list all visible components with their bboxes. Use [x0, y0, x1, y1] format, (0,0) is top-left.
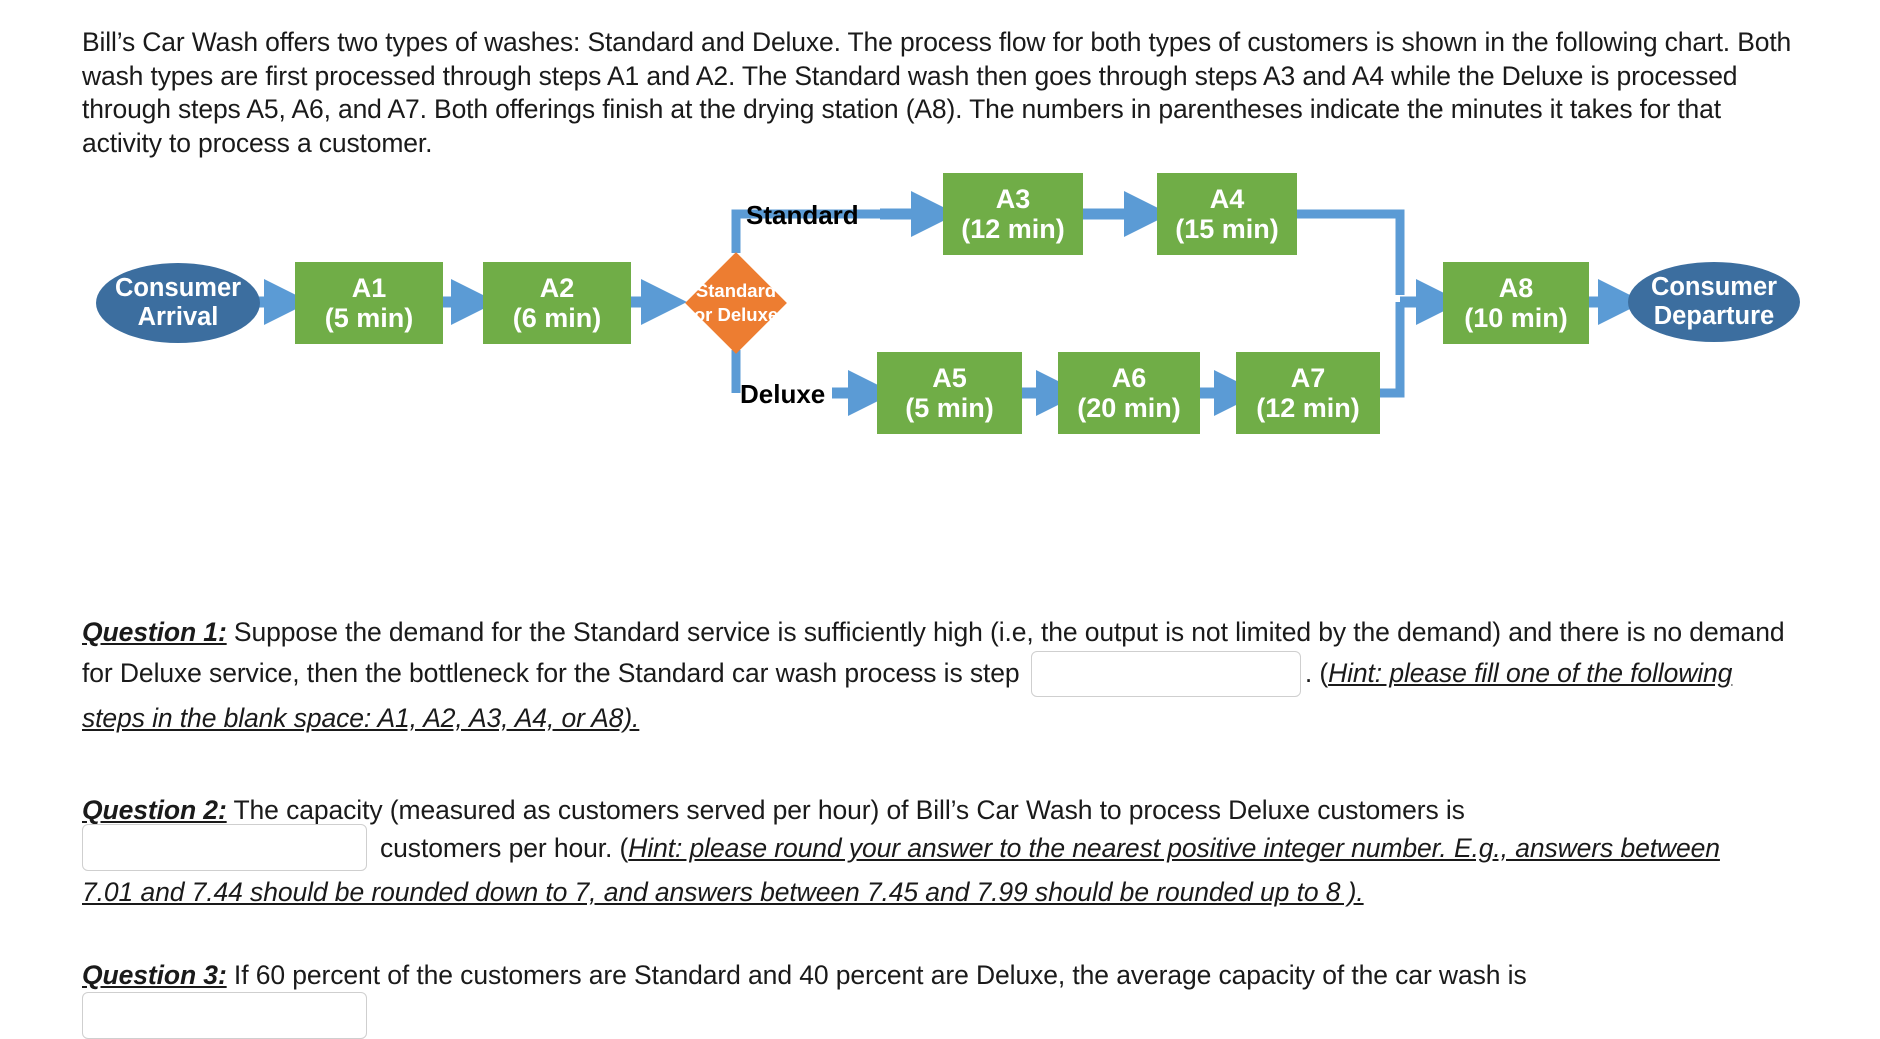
node-a2: A2 (6 min) [483, 262, 631, 344]
a3-duration: (12 min) [961, 214, 1065, 244]
consumer-departure-line1: Consumer [1650, 273, 1778, 302]
question-3-label: Question 3: [82, 960, 227, 990]
question-2-line1: Question 2: The capacity (measured as cu… [82, 790, 1465, 830]
question-2-units: customers per hour. ( [380, 833, 629, 863]
question-1: Question 1: Suppose the demand for the S… [82, 612, 1797, 738]
a7-name: A7 [1290, 362, 1326, 393]
line-a4-to-merge [1295, 209, 1405, 295]
question-2-line3: 7.01 and 7.44 should be rounded down to … [82, 872, 1364, 912]
decision-label: Standard or Deluxe [666, 267, 806, 339]
question-1-label: Question 1: [82, 617, 227, 647]
a5-duration: (5 min) [905, 393, 994, 423]
question-1-body: Suppose the demand for the Standard serv… [82, 617, 1785, 688]
a5-name: A5 [932, 362, 967, 393]
a7-duration: (12 min) [1256, 393, 1360, 423]
connector-layer [253, 190, 1644, 417]
branch-label-deluxe: Deluxe [740, 379, 826, 409]
node-a1: A1 (5 min) [295, 262, 443, 344]
question-2-label: Question 2: [82, 795, 227, 825]
question-3: Question 3: If 60 percent of the custome… [82, 955, 1527, 995]
consumer-arrival-line2: Arrival [137, 303, 219, 331]
decision-line1: Standard [695, 279, 777, 301]
consumer-arrival-line1: Consumer [114, 274, 242, 303]
a1-duration: (5 min) [324, 303, 414, 333]
node-consumer-arrival: Consumer Arrival [96, 263, 260, 343]
a3-name: A3 [995, 183, 1031, 214]
node-a5: A5 (5 min) [877, 352, 1022, 434]
question-2-answer-input[interactable] [82, 824, 367, 871]
a2-duration: (6 min) [512, 303, 602, 333]
a8-name: A8 [1498, 272, 1534, 303]
question-1-answer-input[interactable] [1030, 651, 1301, 697]
worksheet-page: Bill’s Car Wash offers two types of wash… [0, 27, 1880, 1039]
question-1-body-after: . ( [1304, 658, 1329, 688]
node-a4: A4 (15 min) [1157, 173, 1297, 255]
node-a8: A8 (10 min) [1443, 262, 1589, 344]
node-decision-standard-or-deluxe: Standard or Deluxe [685, 252, 787, 354]
intro-paragraph: Bill’s Car Wash offers two types of wash… [82, 27, 1792, 158]
process-flow-diagram: Consumer Arrival A1 (5 min) A2 (6 min) S… [0, 150, 1880, 480]
question-2-line2: customers per hour. (Hint: please round … [380, 828, 1720, 868]
question-3-answer-input[interactable] [82, 992, 367, 1039]
node-consumer-departure: Consumer Departure [1628, 262, 1800, 342]
a1-name: A1 [351, 272, 387, 303]
a8-duration: (10 min) [1464, 303, 1568, 333]
node-a6: A6 (20 min) [1058, 352, 1200, 434]
branch-label-standard: Standard [746, 200, 859, 230]
a2-name: A2 [539, 272, 575, 303]
line-a7-to-merge [1378, 302, 1405, 398]
node-a3: A3 (12 min) [943, 173, 1083, 255]
question-2-body: The capacity (measured as customers serv… [226, 795, 1465, 825]
line-decision-standard [731, 209, 880, 253]
a4-name: A4 [1209, 183, 1245, 214]
a6-name: A6 [1111, 362, 1147, 393]
node-a7: A7 (12 min) [1236, 352, 1380, 434]
a6-duration: (20 min) [1077, 393, 1181, 423]
decision-line2: or Deluxe [693, 304, 779, 325]
question-1-hint: Hint: please fill one of the following s… [82, 658, 1733, 733]
question-2-hint-line2: 7.01 and 7.44 should be rounded down to … [82, 877, 1364, 907]
question-3-body: If 60 percent of the customers are Stand… [226, 960, 1527, 990]
a4-duration: (15 min) [1175, 214, 1279, 244]
consumer-departure-line2: Departure [1653, 302, 1775, 330]
question-2-hint-line1: Hint: please round your answer to the ne… [628, 833, 1720, 863]
